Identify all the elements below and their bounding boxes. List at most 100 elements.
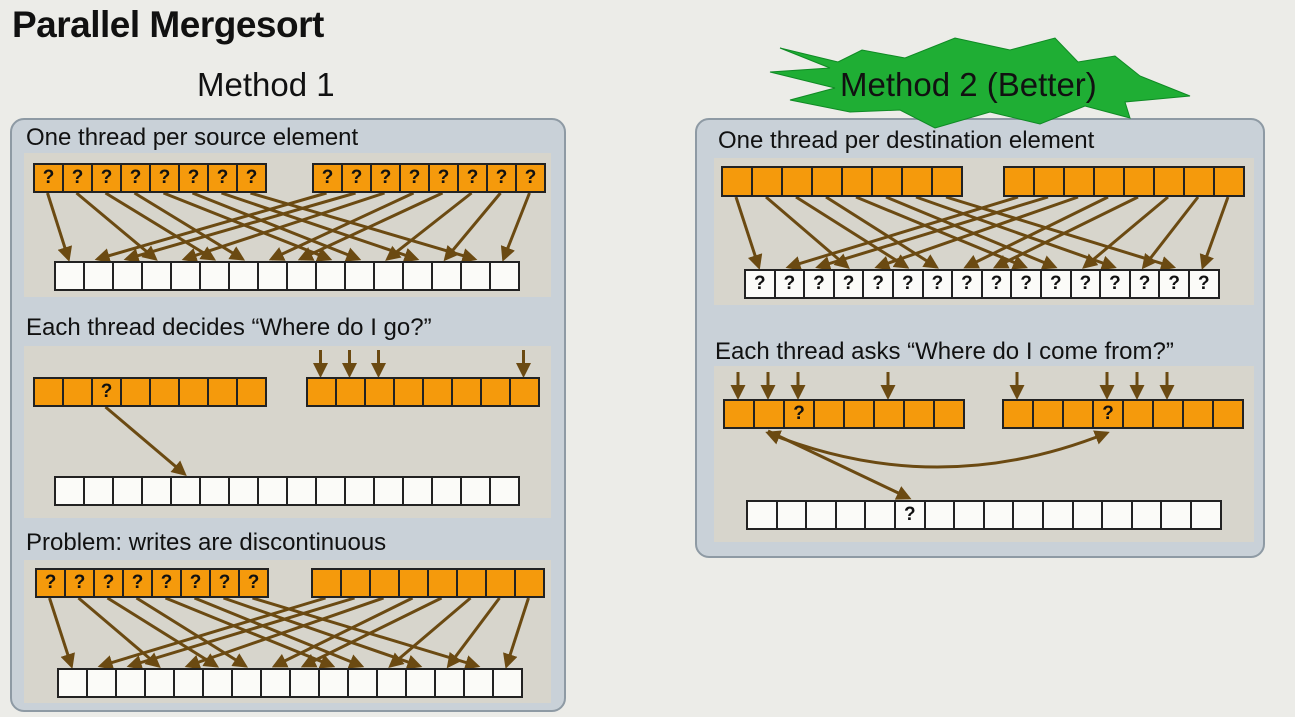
m1-src-left-cell: ?	[178, 163, 209, 193]
m1-prob-right-cell	[369, 568, 400, 598]
m2-dest-cell: ?	[1158, 269, 1190, 299]
m1-where-right-cell	[422, 377, 453, 407]
m1-prob-arrow	[97, 596, 326, 670]
m2-ask-dest-cell	[864, 500, 896, 530]
m2-dest-cell: ?	[980, 269, 1013, 299]
m1-arrow	[75, 191, 158, 261]
m2-src-right-cell	[1063, 166, 1095, 197]
m1-prob-right-cell	[311, 568, 342, 598]
m2-ask-dest-cell	[1071, 500, 1104, 530]
m1-where-left-cell	[178, 377, 209, 407]
m2-arrow	[1082, 195, 1169, 269]
m1-arrow	[133, 191, 246, 261]
m2-src-right-cell	[1003, 166, 1035, 197]
m1-dest-cell	[141, 261, 172, 291]
m1-where-arrow	[104, 405, 187, 476]
m2-dest-cell: ?	[773, 269, 806, 299]
m2-src-right-cell	[1183, 166, 1215, 197]
m1-prob-dest-cell	[318, 668, 349, 698]
m1-prob-arrow	[503, 597, 530, 669]
m1-src-left-cell: ?	[120, 163, 151, 193]
m1-dest-cell	[344, 261, 375, 291]
m2-dest-cell: ?	[1128, 269, 1161, 299]
method1-heading: Method 1	[197, 66, 335, 103]
m1-dest-cell	[170, 261, 201, 291]
m1-prob-arrow	[106, 596, 220, 668]
m1-prob-dest-cell	[434, 668, 465, 698]
m1-prob-left-cell: ?	[180, 568, 211, 598]
m2-dest-cell: ?	[862, 269, 894, 299]
m1-arrow	[297, 191, 444, 261]
m2-arrow	[963, 195, 1109, 269]
method1-caption-2: Each thread decides “Where do I go?”	[26, 314, 432, 341]
m2-dest-cell: ?	[951, 269, 983, 299]
m1-prob-right-cell	[427, 568, 458, 598]
m1-where-dest-cell	[460, 476, 491, 506]
m1-where-dest-cell	[170, 476, 201, 506]
m1-prob-right-cell	[514, 568, 545, 598]
m1-src-right-cell: ?	[370, 163, 401, 193]
m1-where-dest-cell	[373, 476, 404, 506]
m2-dest-cell: ?	[1069, 269, 1102, 299]
m1-prob-dest-cell	[57, 668, 88, 698]
m2-ask-right-cell: ?	[1092, 399, 1124, 429]
green-starburst	[769, 37, 1191, 129]
slide-title: Parallel Mergesort	[12, 4, 324, 45]
m2-dest-cell: ?	[1188, 269, 1220, 299]
m1-where-right-cell	[480, 377, 511, 407]
m2-ask-left-cell	[933, 399, 965, 429]
m1-prob-arrow	[446, 597, 501, 669]
m1-prob-left-cell: ?	[238, 568, 269, 598]
m1-prob-dest-cell	[202, 668, 233, 698]
m2-ask-left-cell	[753, 399, 785, 429]
m2-ask-dest-cell	[805, 500, 837, 530]
m1-src-right-cell: ?	[399, 163, 430, 193]
m1-dest-cell	[54, 261, 85, 291]
m1-prob-arrow	[271, 596, 414, 668]
m2-src-right-cell	[1123, 166, 1155, 197]
m1-dest-cell	[228, 261, 259, 291]
m2-dest-cell: ?	[744, 269, 776, 299]
m2-dest-cell: ?	[803, 269, 835, 299]
m1-dest-cell	[199, 261, 230, 291]
m1-arrow	[221, 191, 420, 263]
m1-prob-right-cell	[398, 568, 429, 598]
m2-src-left-cell	[721, 166, 753, 197]
m1-prob-dest-cell	[260, 668, 291, 698]
m1-where-dest-cell	[315, 476, 346, 506]
m1-prob-arrow	[388, 596, 472, 668]
m1-arrow	[94, 191, 327, 263]
m2-ask-dest-cell	[923, 500, 956, 530]
m1-dest-cell	[286, 261, 317, 291]
m2-ask-dest-cell	[1160, 500, 1192, 530]
m2-arrow	[915, 195, 1117, 271]
m1-where-left-cell	[207, 377, 238, 407]
m1-where-right-cell	[364, 377, 395, 407]
m1-where-dest-cell	[141, 476, 172, 506]
m2-ask-dest-cell	[1190, 500, 1222, 530]
m1-prob-dest-cell	[289, 668, 320, 698]
m1-prob-left-cell: ?	[93, 568, 124, 598]
m1-prob-dest-cell	[463, 668, 494, 698]
m2-src-right-cell	[1093, 166, 1125, 197]
m1-where-dest-cell	[257, 476, 288, 506]
m2-ask-left-cell	[813, 399, 845, 429]
m2-src-right-cell	[1033, 166, 1065, 197]
m1-where-left-cell	[236, 377, 267, 407]
m1-where-right-cell	[393, 377, 424, 407]
m1-dest-cell	[431, 261, 462, 291]
m2-dest-cell: ?	[832, 269, 865, 299]
m2-src-left-cell	[841, 166, 873, 197]
m1-prob-left-cell: ?	[209, 568, 240, 598]
m1-src-right-cell: ?	[486, 163, 517, 193]
m2-arrow	[734, 196, 763, 270]
m2-ask-dest-cell	[834, 500, 867, 530]
m1-arrow	[123, 191, 356, 263]
m1-where-dest-cell	[431, 476, 462, 506]
m2-ask-right-cell	[1152, 399, 1184, 429]
m1-arrow	[104, 191, 217, 261]
m1-where-left-cell	[149, 377, 180, 407]
m1-prob-dest-cell	[376, 668, 407, 698]
m2-ask-dest-cell	[953, 500, 985, 530]
